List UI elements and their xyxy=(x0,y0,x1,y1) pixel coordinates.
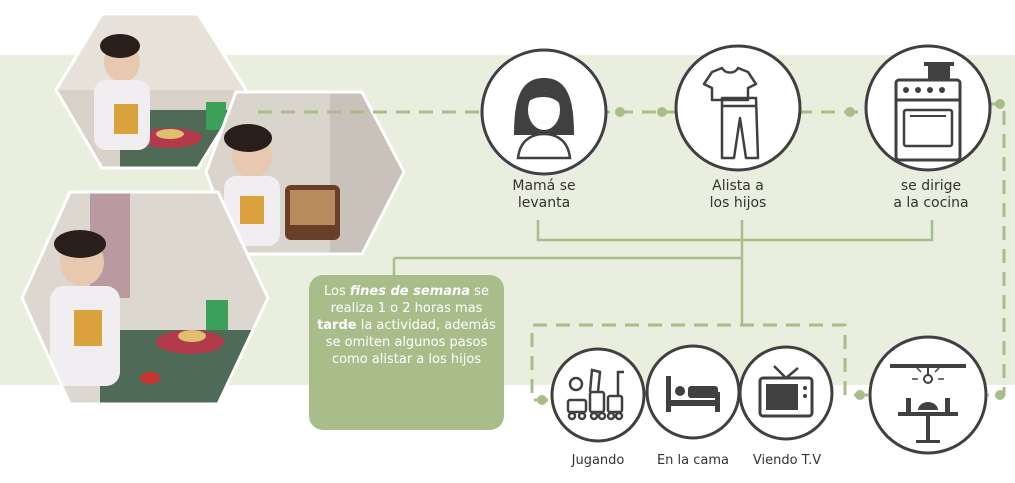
final-circle-dining xyxy=(868,335,988,455)
woman-icon xyxy=(514,78,574,160)
activity-circle-toys xyxy=(550,347,646,443)
activity-label-toys: Jugando xyxy=(571,453,625,468)
tv-icon xyxy=(758,365,814,418)
bed-icon xyxy=(666,376,720,412)
branch-lines xyxy=(392,220,934,325)
photo-child-at-table xyxy=(206,92,404,254)
activity-label-bed: En la cama xyxy=(656,453,730,468)
dining-table-icon xyxy=(890,364,966,443)
step-circle-stove xyxy=(864,44,992,172)
activity-circle-tv xyxy=(738,345,834,441)
step-circle-clothes xyxy=(674,44,802,172)
photo-child-drinking xyxy=(22,192,268,404)
activity-label-tv: Viendo T.V xyxy=(752,453,822,468)
clothes-icon xyxy=(702,66,760,160)
toys-icon xyxy=(566,368,624,421)
step-circle-woman xyxy=(480,48,608,176)
connector-dots xyxy=(537,99,1005,405)
activity-circle-bed xyxy=(645,344,741,440)
stove-icon xyxy=(894,62,962,162)
weekend-note: Los fines de semana se realiza 1 o 2 hor… xyxy=(309,275,504,430)
